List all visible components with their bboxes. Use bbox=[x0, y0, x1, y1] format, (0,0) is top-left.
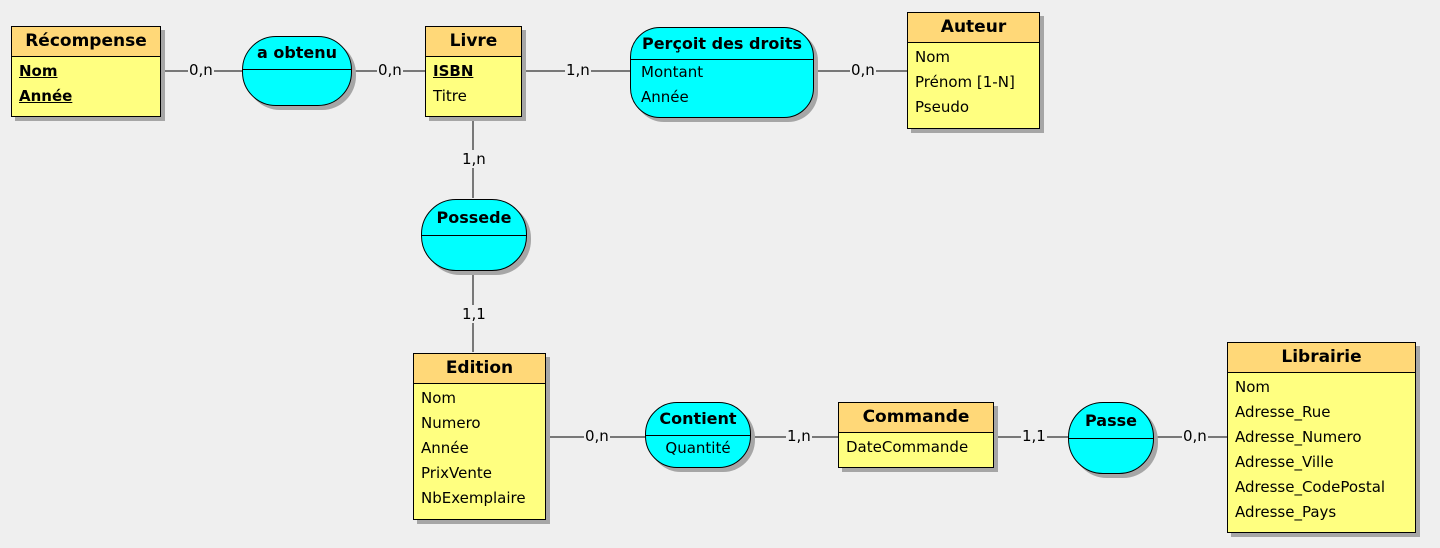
entity-recompense[interactable]: Récompense Nom Année bbox=[11, 26, 161, 117]
association-contient[interactable]: Contient Quantité bbox=[645, 402, 751, 468]
entity-attribute: Nom bbox=[915, 48, 951, 66]
cardinality-label: 1,1 bbox=[461, 305, 487, 323]
entity-attribute: Adresse_CodePostal bbox=[1235, 478, 1386, 496]
entity-attribute: Année bbox=[19, 87, 73, 105]
association-possede[interactable]: Possede bbox=[421, 199, 527, 271]
association-title: a obtenu bbox=[243, 37, 351, 70]
entity-title: Commande bbox=[839, 403, 993, 433]
entity-attribute: Prénom [1-N] bbox=[915, 73, 1015, 91]
association-attribute: Année bbox=[641, 88, 689, 106]
entity-attribute: ISBN bbox=[433, 62, 474, 80]
cardinality-label: 1,n bbox=[786, 427, 812, 445]
cardinality-label: 0,n bbox=[1182, 427, 1208, 445]
cardinality-label: 1,1 bbox=[1021, 427, 1047, 445]
entity-commande[interactable]: Commande DateCommande bbox=[838, 402, 994, 468]
entity-attribute: Nom bbox=[421, 389, 457, 407]
association-attribute: Quantité bbox=[665, 439, 731, 457]
entity-attribute: Adresse_Rue bbox=[1235, 403, 1331, 421]
entity-title: Librairie bbox=[1228, 343, 1415, 373]
entity-title: Récompense bbox=[12, 27, 160, 57]
entity-livre[interactable]: Livre ISBN Titre bbox=[425, 26, 522, 117]
entity-title: Auteur bbox=[908, 13, 1039, 43]
entity-attribute: Adresse_Ville bbox=[1235, 453, 1334, 471]
association-title: Possede bbox=[422, 200, 526, 236]
cardinality-label: 0,n bbox=[850, 61, 876, 79]
entity-title: Livre bbox=[426, 27, 521, 57]
entity-auteur[interactable]: Auteur Nom Prénom [1-N] Pseudo bbox=[907, 12, 1040, 129]
association-title: Perçoit des droits bbox=[631, 28, 813, 60]
cardinality-label: 1,n bbox=[565, 61, 591, 79]
association-percoit-des-droits[interactable]: Perçoit des droits Montant Année bbox=[630, 27, 814, 118]
entity-attribute: Nom bbox=[1235, 378, 1271, 396]
association-passe[interactable]: Passe bbox=[1068, 402, 1154, 474]
association-title: Contient bbox=[646, 403, 750, 436]
entity-title: Edition bbox=[414, 354, 545, 384]
entity-attribute: Adresse_Numero bbox=[1235, 428, 1362, 446]
entity-attribute: Adresse_Pays bbox=[1235, 503, 1337, 521]
entity-attribute: Année bbox=[421, 439, 469, 457]
entity-attribute: NbExemplaire bbox=[421, 489, 526, 507]
entity-edition[interactable]: Edition Nom Numero Année PrixVente NbExe… bbox=[413, 353, 546, 520]
association-a-obtenu[interactable]: a obtenu bbox=[242, 36, 352, 106]
entity-attribute: Numero bbox=[421, 414, 481, 432]
entity-attribute: DateCommande bbox=[846, 438, 969, 456]
association-title: Passe bbox=[1069, 403, 1153, 439]
entity-librairie[interactable]: Librairie Nom Adresse_Rue Adresse_Numero… bbox=[1227, 342, 1416, 533]
entity-attribute: PrixVente bbox=[421, 464, 492, 482]
entity-attribute: Titre bbox=[433, 87, 467, 105]
association-attribute: Montant bbox=[641, 63, 704, 81]
cardinality-label: 0,n bbox=[188, 61, 214, 79]
cardinality-label: 1,n bbox=[461, 150, 487, 168]
cardinality-label: 0,n bbox=[377, 61, 403, 79]
entity-attribute: Nom bbox=[19, 62, 58, 80]
cardinality-label: 0,n bbox=[584, 427, 610, 445]
entity-attribute: Pseudo bbox=[915, 98, 970, 116]
